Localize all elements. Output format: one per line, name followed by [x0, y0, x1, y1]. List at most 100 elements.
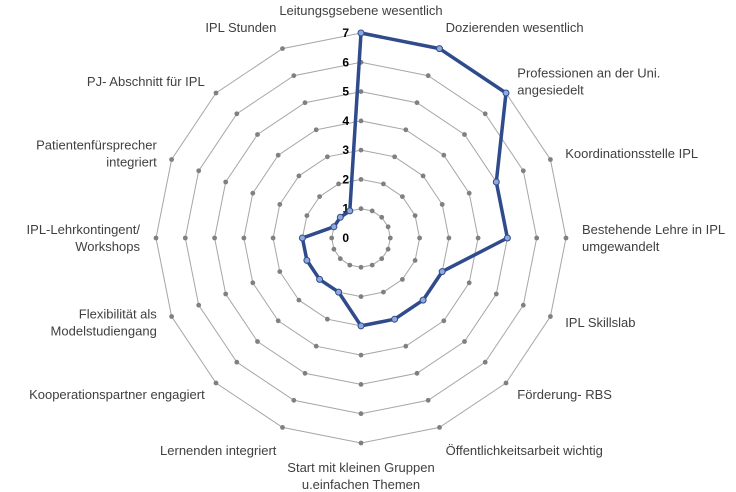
- grid-dot: [493, 291, 499, 297]
- grid-dot: [358, 382, 364, 387]
- grid-dot: [441, 318, 447, 324]
- grid-dot: [255, 339, 260, 344]
- grid-dot: [412, 258, 418, 263]
- grid-dot: [296, 173, 302, 179]
- grid-dot: [466, 280, 472, 286]
- grid-dot: [520, 302, 526, 308]
- grid-dot: [381, 181, 386, 187]
- grid-dot: [520, 168, 526, 174]
- grid-dot: [358, 352, 364, 358]
- category-label: Dozierenden wesentlich: [446, 20, 584, 35]
- data-point: [419, 296, 427, 304]
- data-point: [436, 45, 443, 53]
- grid-dot: [337, 256, 343, 262]
- category-label: IPL Skillslab: [565, 315, 635, 330]
- grid-dot: [466, 190, 472, 196]
- grid-dot: [381, 289, 386, 295]
- category-label: IPL-Lehrkontingent/Workshops: [27, 222, 141, 254]
- grid-dot: [503, 380, 509, 386]
- grid-dot: [182, 235, 188, 241]
- grid-dot: [475, 235, 481, 241]
- tick-label: 3: [342, 143, 349, 157]
- data-point: [357, 322, 365, 330]
- grid-dot: [313, 127, 319, 133]
- data-point: [346, 207, 354, 215]
- grid-dot: [482, 111, 488, 117]
- grid-dot: [425, 73, 431, 79]
- data-point: [316, 275, 324, 283]
- data-point: [298, 234, 306, 242]
- grid-dot: [534, 235, 540, 241]
- grid-dot: [403, 127, 409, 133]
- category-label: Förderung- RBS: [517, 387, 612, 402]
- grid-dot: [234, 359, 240, 365]
- grid-dot: [369, 208, 375, 214]
- category-label: Lernenden integriert: [160, 443, 277, 458]
- grid-dot: [387, 235, 393, 241]
- grid-dot: [250, 190, 256, 196]
- grid-dot: [358, 118, 364, 124]
- category-label: Professionen an der Uni.angesiedelt: [517, 66, 660, 98]
- grid-dot: [425, 397, 431, 403]
- grid-dot: [379, 256, 385, 262]
- data-point: [330, 223, 338, 231]
- grid-dot: [417, 235, 422, 241]
- grid-dot: [336, 181, 341, 187]
- grid-dot: [275, 152, 281, 158]
- category-label: Leitungsgsebene wesentlich: [279, 3, 442, 18]
- grid-dot: [400, 277, 405, 282]
- series-layer: [298, 29, 511, 330]
- grid-dot: [275, 318, 281, 324]
- grid-dot: [270, 235, 276, 241]
- tick-label: 6: [342, 55, 349, 69]
- grid-dot: [358, 440, 364, 446]
- grid-dot: [302, 370, 308, 376]
- category-label: PJ- Abschnitt für IPL: [87, 74, 205, 89]
- data-point: [357, 29, 365, 37]
- tick-label: 7: [342, 26, 349, 40]
- grid-dot: [277, 202, 283, 207]
- grid-dot: [347, 262, 353, 268]
- category-label: Koordinationsstelle IPL: [565, 146, 698, 161]
- data-point: [502, 89, 510, 97]
- grid-dot: [548, 157, 553, 162]
- grid-dot: [462, 339, 467, 344]
- grid-dot: [250, 280, 256, 286]
- grid-dot: [358, 147, 364, 153]
- grid-dot: [223, 179, 229, 185]
- grid-dot: [169, 314, 175, 319]
- grid-dot: [241, 235, 247, 241]
- grid-dot: [213, 90, 219, 96]
- data-point: [503, 234, 511, 242]
- data-point: [336, 213, 344, 221]
- grid-dot: [213, 380, 219, 386]
- grid-dot: [392, 154, 397, 160]
- grid-dot: [358, 411, 364, 417]
- grid-dot: [462, 132, 467, 137]
- category-label: Kooperationspartner engagiert: [29, 387, 205, 402]
- grid-dot: [280, 425, 285, 430]
- tick-label: 2: [342, 172, 349, 186]
- grid-dot: [358, 177, 364, 182]
- grid-dot: [358, 294, 364, 299]
- grid-dot: [400, 194, 405, 200]
- grid-dot: [234, 111, 240, 117]
- grid-dot: [420, 173, 426, 179]
- grid-dot: [212, 235, 218, 241]
- tick-label: 4: [342, 114, 349, 128]
- data-point: [438, 268, 446, 276]
- grid-dot: [414, 370, 420, 376]
- grid-dot: [331, 246, 337, 252]
- category-label: IPL Stunden: [205, 20, 276, 35]
- grid-dot: [325, 154, 330, 160]
- grid-dot: [302, 100, 308, 106]
- grid-dot: [325, 316, 330, 322]
- tick-label: 5: [342, 85, 349, 99]
- grid-dot: [291, 73, 297, 79]
- grid-dot: [385, 246, 391, 252]
